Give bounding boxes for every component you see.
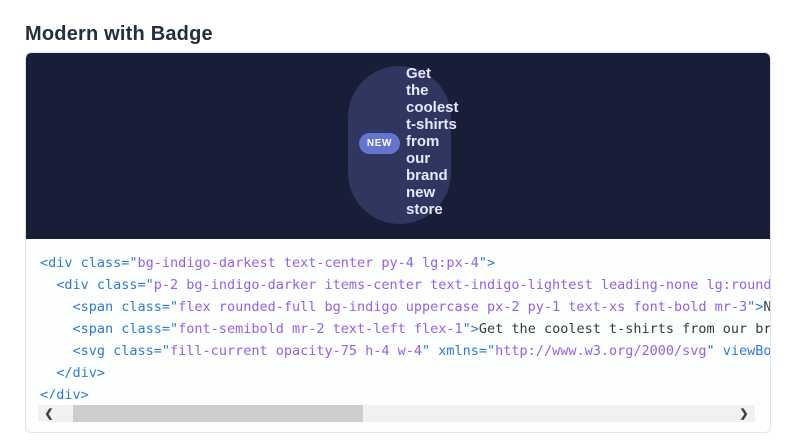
code-line: <span class="flex rounded-full bg-indigo… (40, 299, 771, 315)
banner-word: store (406, 201, 443, 218)
banner-word: from (406, 133, 440, 150)
code-line: </div> (40, 387, 89, 399)
banner-word: our (406, 150, 431, 167)
banner-word: brand (406, 167, 448, 184)
banner-word: t-shirts (406, 116, 457, 133)
scroll-right-arrow-icon[interactable]: ❯ (733, 405, 755, 422)
banner-word: the (406, 82, 429, 99)
horizontal-scrollbar[interactable]: ❮ ❯ (38, 405, 755, 422)
scrollbar-thumb[interactable] (73, 405, 363, 422)
code-block: <div class="bg-indigo-darkest text-cente… (26, 239, 771, 399)
code-line: <div class="bg-indigo-darkest text-cente… (40, 255, 496, 271)
new-badge: NEW (359, 133, 400, 154)
code-line: <div class="p-2 bg-indigo-darker items-c… (40, 277, 771, 293)
code-line: </div> (40, 365, 106, 381)
code-line: <svg class="fill-current opacity-75 h-4 … (40, 343, 771, 359)
banner-word: new (406, 184, 436, 201)
banner-word: Get (406, 65, 432, 82)
page-title: Modern with Badge (25, 22, 213, 45)
code-line: <span class="font-semibold mr-2 text-lef… (40, 321, 771, 337)
scroll-left-arrow-icon[interactable]: ❮ (38, 405, 60, 422)
banner-word: coolest (406, 99, 459, 116)
